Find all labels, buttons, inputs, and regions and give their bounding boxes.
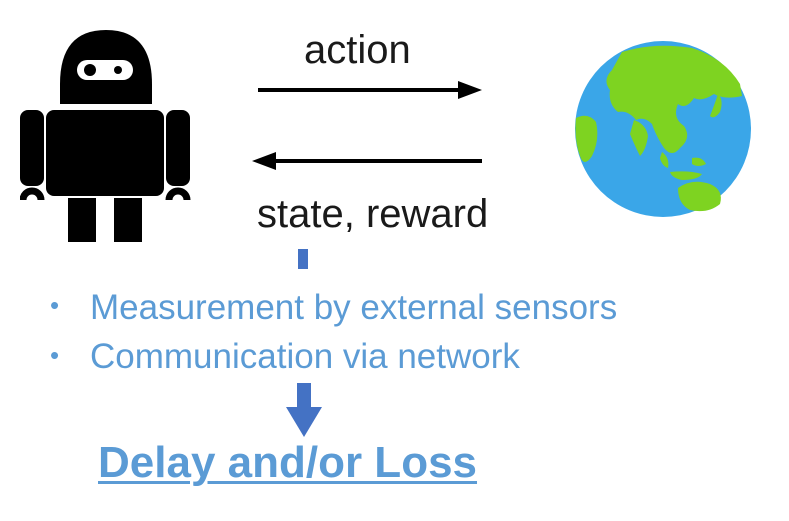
list-item: • Communication via network [50,333,617,382]
list-item: • Measurement by external sensors [50,284,617,333]
action-arrow [258,81,482,99]
state-reward-label: state, reward [257,192,489,236]
bullet-text: Communication via network [90,337,520,377]
globe-icon [575,41,751,217]
bullet-icon: • [50,339,60,370]
state-reward-arrow [252,152,482,170]
bullet-text: Measurement by external sensors [90,288,618,327]
connector-bar [298,249,308,269]
conclusion-text: Delay and/or Loss [98,438,478,487]
bullet-icon: • [50,290,60,321]
action-label: action [304,28,411,72]
down-arrow [286,383,322,437]
robot-icon [20,30,191,242]
cause-list: • Measurement by external sensors • Commun… [50,284,617,383]
